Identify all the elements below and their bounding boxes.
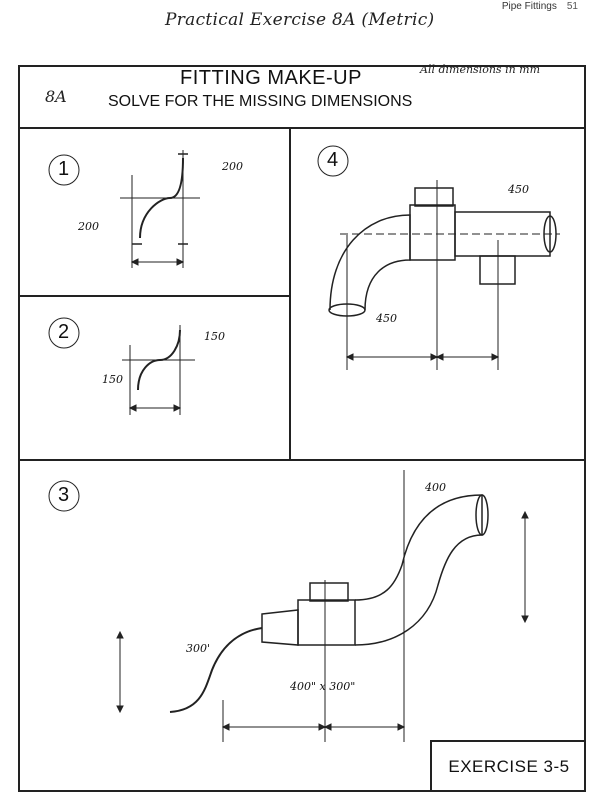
problem-1 xyxy=(48,150,200,268)
page-title: FITTING MAKE-UP xyxy=(180,67,362,89)
page-subtitle: SOLVE FOR THE MISSING DIMENSIONS xyxy=(108,93,413,110)
handwritten-code: 8A xyxy=(45,87,67,106)
problem-number-4: 4 xyxy=(327,149,339,171)
dimension-note: All dimensions in mm xyxy=(420,63,541,76)
problem-4 xyxy=(317,145,560,370)
problem-2 xyxy=(48,317,195,415)
dimension-label: 200 xyxy=(78,220,99,233)
problem-number-circle xyxy=(48,480,80,512)
page-mark: 51 xyxy=(566,1,578,12)
problem-number-circle xyxy=(317,145,349,177)
problem-number-2: 2 xyxy=(58,321,70,343)
offset-pipe xyxy=(354,494,483,646)
problem-3 xyxy=(48,470,529,742)
exercise-label: EXERCISE 3-5 xyxy=(430,740,586,792)
problem-number-circle xyxy=(48,317,80,349)
dimension-label: 450 xyxy=(508,183,529,196)
dimension-label: 450 xyxy=(376,312,397,325)
elbow-pipe xyxy=(329,214,411,311)
dimension-label: 150 xyxy=(204,330,225,343)
dimension-label: 200 xyxy=(222,160,243,173)
running-header: Pipe Fittings 51 xyxy=(502,1,578,12)
problem-number-circle xyxy=(48,154,80,186)
pipe-run xyxy=(169,627,263,713)
dimension-label: 300' xyxy=(186,642,211,655)
handwritten-title: Practical Exercise 8A (Metric) xyxy=(165,10,435,30)
dimension-label: 400" x 300" xyxy=(290,680,356,693)
problem-number-1: 1 xyxy=(58,158,70,180)
worksheet-frame xyxy=(18,65,586,792)
dimension-label: 400 xyxy=(425,481,446,494)
running-title: Pipe Fittings xyxy=(501,1,557,12)
dimension-label: 150 xyxy=(102,373,123,386)
problem-number-3: 3 xyxy=(58,484,70,506)
